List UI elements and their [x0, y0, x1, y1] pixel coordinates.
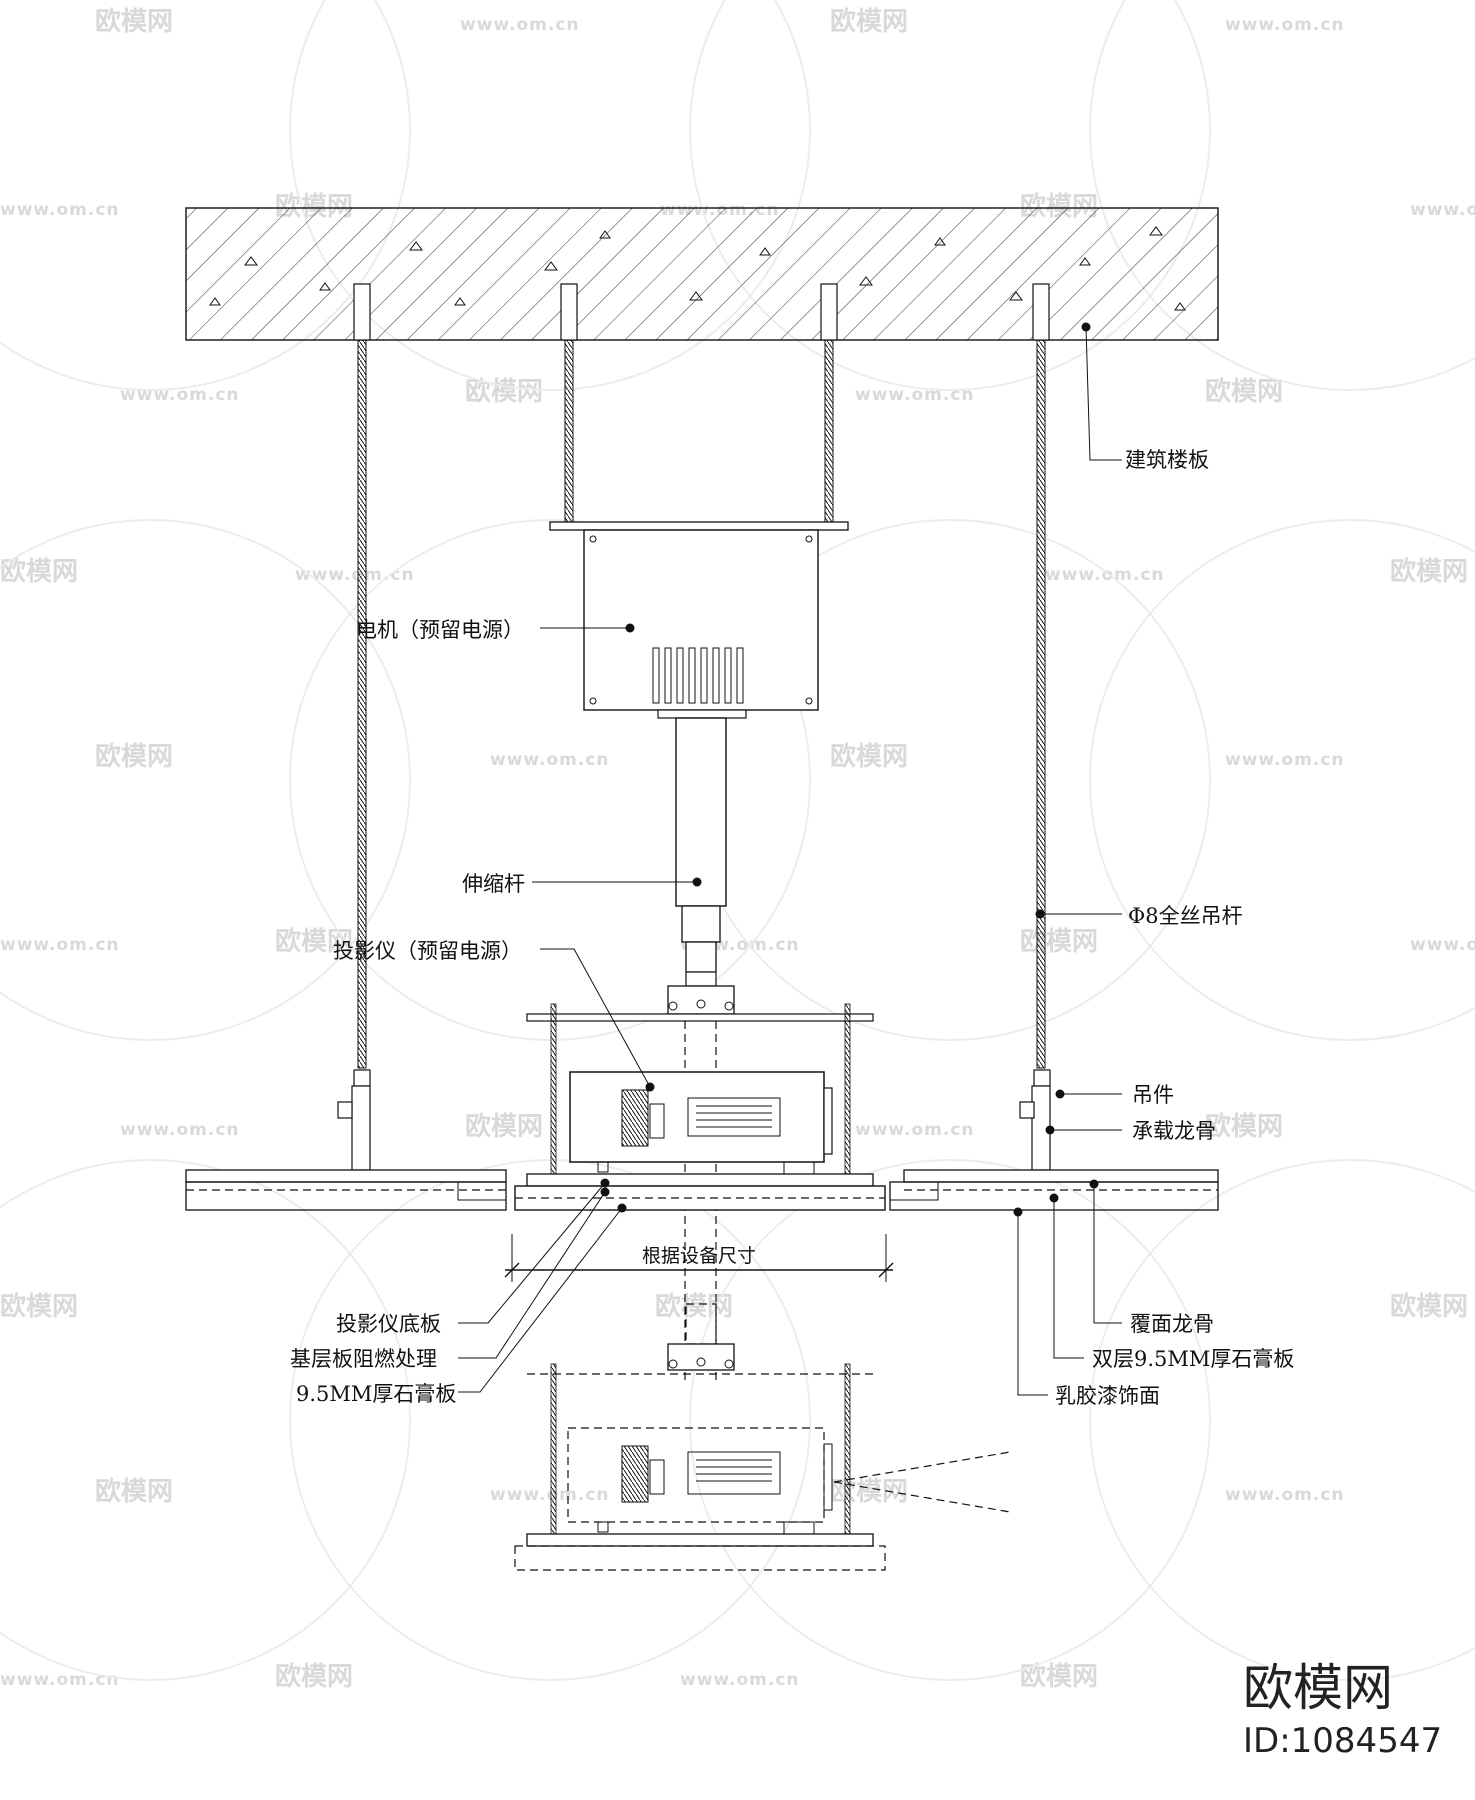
- watermark-arc: [689, 1159, 1211, 1681]
- motor-vent: [652, 647, 744, 704]
- watermark-brand: 欧模网: [465, 376, 543, 407]
- watermark-arc: [1089, 519, 1475, 1041]
- dimension-text: 根据设备尺寸: [642, 1245, 756, 1267]
- brand-name: 欧模网: [1243, 1659, 1393, 1717]
- label-floor-slab: 建筑楼板: [1125, 448, 1209, 472]
- watermark-brand: 欧模网: [95, 6, 173, 37]
- label-hanger-rod: Φ8全丝吊杆: [1128, 904, 1243, 928]
- watermark-arc: [1089, 1159, 1475, 1681]
- watermark-url: www.om.cn: [680, 1670, 800, 1690]
- watermark-arc: [1089, 0, 1475, 391]
- watermark-url: www.om.cn: [0, 1670, 120, 1690]
- brand-mark: 欧模网 ID:1084547: [1243, 1659, 1442, 1761]
- watermark-layer: 欧模网 www.om.cn 欧模网 www.om.cn www.om.cn 欧模网 www.…: [0, 0, 1475, 1692]
- leaders: [458, 322, 1122, 1396]
- watermark-arc: [0, 0, 411, 391]
- watermark-arc: [289, 0, 811, 391]
- watermark-arc: [0, 1159, 411, 1681]
- watermark-brand: 欧模网: [830, 741, 908, 772]
- label-projector: 投影仪（预留电源）: [333, 939, 522, 963]
- label-latex-finish: 乳胶漆饰面: [1055, 1384, 1160, 1408]
- projector-cage-installed: [526, 1003, 874, 1380]
- brand-id: ID:1084547: [1243, 1721, 1442, 1761]
- watermark-url: www.om.cn: [1045, 565, 1165, 585]
- watermark-brand: 欧模网: [95, 1476, 173, 1507]
- projector-lowered-position: [514, 1303, 1011, 1571]
- projector: [569, 1071, 833, 1175]
- watermark-url: www.om.cn: [1225, 750, 1345, 770]
- label-gypsum-single: 9.5MM厚石膏板: [296, 1382, 456, 1406]
- watermark-brand: 欧模网: [1390, 556, 1468, 587]
- watermark-arc: [0, 519, 411, 1041]
- label-projector-base: 投影仪底板: [336, 1312, 441, 1336]
- watermark-url: www.om.cn: [1410, 935, 1475, 955]
- watermark-url: www.om.cn: [295, 565, 415, 585]
- watermark-url: www.om.cn: [460, 15, 580, 35]
- telescopic-rod: [667, 717, 735, 1015]
- watermark-brand: 欧模网: [0, 556, 78, 587]
- floor-slab: [185, 207, 1219, 341]
- watermark-brand: 欧模网: [1205, 376, 1283, 407]
- watermark-brand: 欧模网: [1205, 1111, 1283, 1142]
- watermark-brand: 欧模网: [275, 926, 353, 957]
- watermark-brand: 欧模网: [95, 741, 173, 772]
- label-telescopic-rod: 伸缩杆: [462, 872, 525, 896]
- watermark-brand: 欧模网: [830, 1476, 908, 1507]
- watermark-url: www.om.cn: [855, 1120, 975, 1140]
- watermark-url: www.om.cn: [1225, 15, 1345, 35]
- watermark-url: www.om.cn: [0, 200, 120, 220]
- watermark-brand: 欧模网: [465, 1111, 543, 1142]
- watermark-brand: 欧模网: [830, 6, 908, 37]
- watermark-brand: 欧模网: [1390, 1291, 1468, 1322]
- watermark-url: www.om.cn: [490, 1485, 610, 1505]
- label-motor: 电机（预留电源）: [356, 618, 524, 642]
- watermark-arc: [689, 0, 1211, 391]
- watermark-brand: 欧模网: [275, 1661, 353, 1692]
- label-gypsum-double: 双层9.5MM厚石膏板: [1092, 1347, 1294, 1371]
- watermark-url: www.om.cn: [490, 750, 610, 770]
- watermark-url: www.om.cn: [1410, 200, 1475, 220]
- watermark-arc: [289, 1159, 811, 1681]
- aggregate-marks: [209, 226, 1186, 311]
- label-hanger: 吊件: [1132, 1083, 1174, 1107]
- ceiling-assembly: [185, 1069, 1219, 1211]
- watermark-brand: 欧模网: [0, 1291, 78, 1322]
- watermark-brand: 欧模网: [1020, 926, 1098, 957]
- labels: 建筑楼板 电机（预留电源） 伸缩杆 投影仪（预留电源） Φ8全丝吊杆 吊件 承载…: [290, 448, 1294, 1408]
- watermark-brand: 欧模网: [655, 1291, 733, 1322]
- label-cover-keel: 覆面龙骨: [1130, 1312, 1214, 1336]
- watermark-url: www.om.cn: [1225, 1485, 1345, 1505]
- label-base-board: 基层板阻燃处理: [290, 1347, 437, 1371]
- watermark-brand: 欧模网: [1020, 1661, 1098, 1692]
- watermark-url: www.om.cn: [0, 935, 120, 955]
- label-main-keel: 承载龙骨: [1132, 1119, 1216, 1143]
- motor-box: [549, 521, 849, 719]
- watermark-arc: [289, 519, 811, 1041]
- watermark-url: www.om.cn: [120, 1120, 240, 1140]
- dimension-line: 根据设备尺寸: [504, 1234, 894, 1282]
